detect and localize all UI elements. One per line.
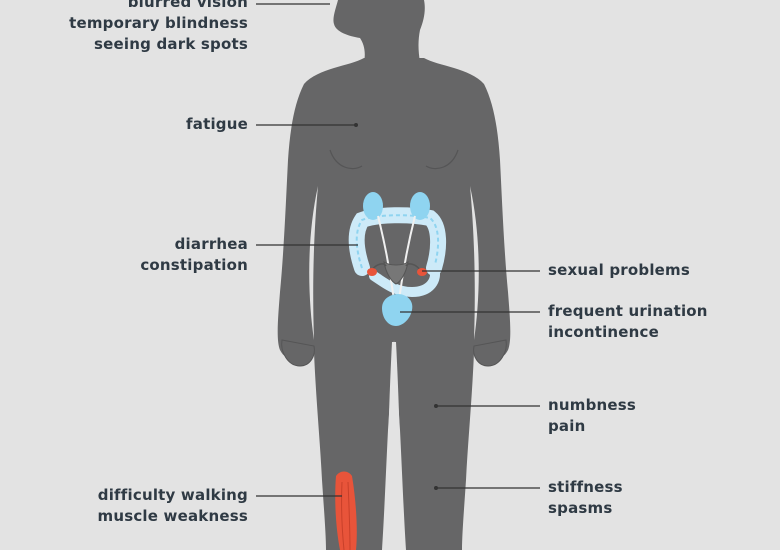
head-and-neck xyxy=(333,0,425,62)
label-fatigue-line-1: fatigue xyxy=(186,115,248,133)
large-intestine xyxy=(348,207,447,298)
leg-gap xyxy=(386,342,402,550)
label-vision: blurred vision temporary blindness seein… xyxy=(69,0,248,55)
label-numbness-line-1: numbness xyxy=(548,396,637,414)
leader-dots xyxy=(354,123,438,490)
label-bladder-line-2: incontinence xyxy=(548,323,660,341)
label-walking-line-1: difficulty walking xyxy=(97,486,248,504)
kidneys xyxy=(363,192,430,301)
right-arm-gap xyxy=(470,186,479,340)
label-vision-line-1: blurred vision xyxy=(127,0,248,11)
label-sexual: sexual problems xyxy=(548,260,690,281)
label-numbness-line-2: pain xyxy=(548,417,586,435)
hand-left xyxy=(281,339,315,367)
label-walking: difficulty walking muscle weakness xyxy=(97,485,248,527)
label-stiffness-line-1: stiffness xyxy=(548,478,623,496)
label-fatigue: fatigue xyxy=(186,114,248,135)
chest-contour xyxy=(329,149,459,170)
label-vision-line-3: seeing dark spots xyxy=(94,35,248,53)
label-stiffness-line-2: spasms xyxy=(548,499,613,517)
bladder xyxy=(382,294,413,326)
label-bowel-line-2: constipation xyxy=(140,256,248,274)
label-bladder: frequent urination incontinence xyxy=(548,301,708,343)
calf-muscle-highlight xyxy=(335,471,357,550)
leader-lines xyxy=(256,3,540,497)
label-bladder-line-1: frequent urination xyxy=(548,302,708,320)
label-sexual-line-1: sexual problems xyxy=(548,261,690,279)
label-walking-line-2: muscle weakness xyxy=(97,507,248,525)
label-vision-line-2: temporary blindness xyxy=(69,14,248,32)
label-bowel: diarrhea constipation xyxy=(140,234,248,276)
label-numbness: numbness pain xyxy=(548,395,636,437)
label-bowel-line-1: diarrhea xyxy=(174,235,248,253)
reproductive-organs xyxy=(367,260,427,285)
hand-right xyxy=(473,339,507,367)
left-arm-gap xyxy=(309,186,318,340)
label-stiffness: stiffness spasms xyxy=(548,477,623,519)
